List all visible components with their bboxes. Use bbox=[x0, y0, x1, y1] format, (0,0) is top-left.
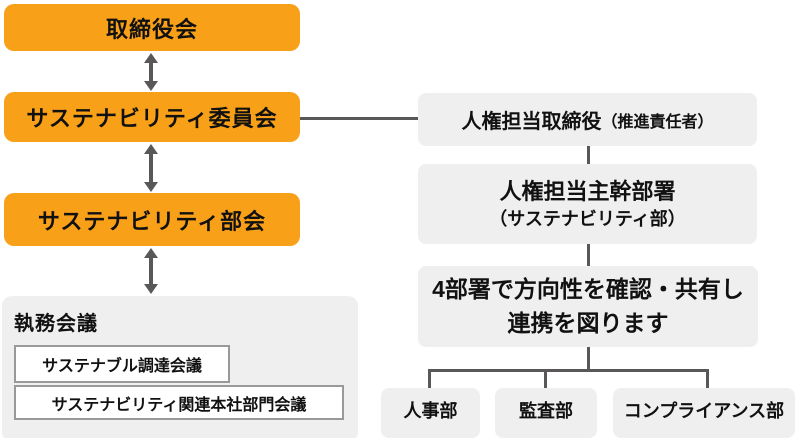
connector-line bbox=[428, 369, 709, 372]
connector-line bbox=[428, 369, 431, 389]
arrow-up-icon bbox=[144, 248, 158, 258]
connector-line bbox=[587, 347, 590, 370]
arrow-down-icon bbox=[144, 284, 158, 294]
lead-department-line1: 人権担当主幹部署 bbox=[499, 179, 676, 204]
arrow-up-icon bbox=[144, 144, 158, 154]
lead-department-line2: （サステナビリティ部） bbox=[489, 208, 686, 229]
sustainability-subcommittee-box: サステナビリティ部会 bbox=[4, 193, 300, 246]
executive-meeting-title: 執務会議 bbox=[14, 313, 98, 335]
lead-department-box: 人権担当主幹部署 （サステナビリティ部） bbox=[418, 164, 757, 244]
department-box-compliance: コンプライアンス部 bbox=[613, 388, 795, 438]
bidirectional-arrow-icon bbox=[144, 53, 158, 91]
coordination-note-line2: 連携を図ります bbox=[507, 309, 669, 336]
director-label: 人権担当取締役 bbox=[461, 111, 602, 133]
arrow-down-icon bbox=[144, 81, 158, 91]
connector-line bbox=[706, 369, 709, 389]
connector-line bbox=[544, 369, 547, 389]
bidirectional-arrow-icon bbox=[144, 248, 158, 294]
sustainability-committee-box: サステナビリティ委員会 bbox=[4, 92, 300, 142]
connector-line bbox=[587, 244, 590, 266]
department-box-audit: 監査部 bbox=[495, 388, 597, 438]
sustainable-procurement-meeting-box: サステナブル調達会議 bbox=[14, 345, 230, 383]
department-box-hr: 人事部 bbox=[381, 388, 480, 438]
coordination-note-line1: 4部署で方向性を確認・共有し bbox=[432, 276, 744, 303]
board-of-directors-box: 取締役会 bbox=[4, 4, 300, 51]
arrow-shaft bbox=[149, 63, 153, 81]
human-rights-director-box: 人権担当取締役（推進責任者） bbox=[418, 93, 757, 146]
connector-line bbox=[587, 146, 590, 164]
arrow-shaft bbox=[149, 258, 153, 284]
arrow-down-icon bbox=[144, 182, 158, 192]
arrow-shaft bbox=[149, 154, 153, 182]
bidirectional-arrow-icon bbox=[144, 144, 158, 192]
sustainability-related-hq-meeting-box: サステナビリティ関連本社部門会議 bbox=[14, 385, 344, 420]
arrow-up-icon bbox=[144, 53, 158, 63]
coordination-note-box: 4部署で方向性を確認・共有し 連携を図ります bbox=[418, 266, 758, 347]
director-sublabel: （推進責任者） bbox=[601, 113, 714, 131]
connector-line bbox=[300, 117, 418, 120]
